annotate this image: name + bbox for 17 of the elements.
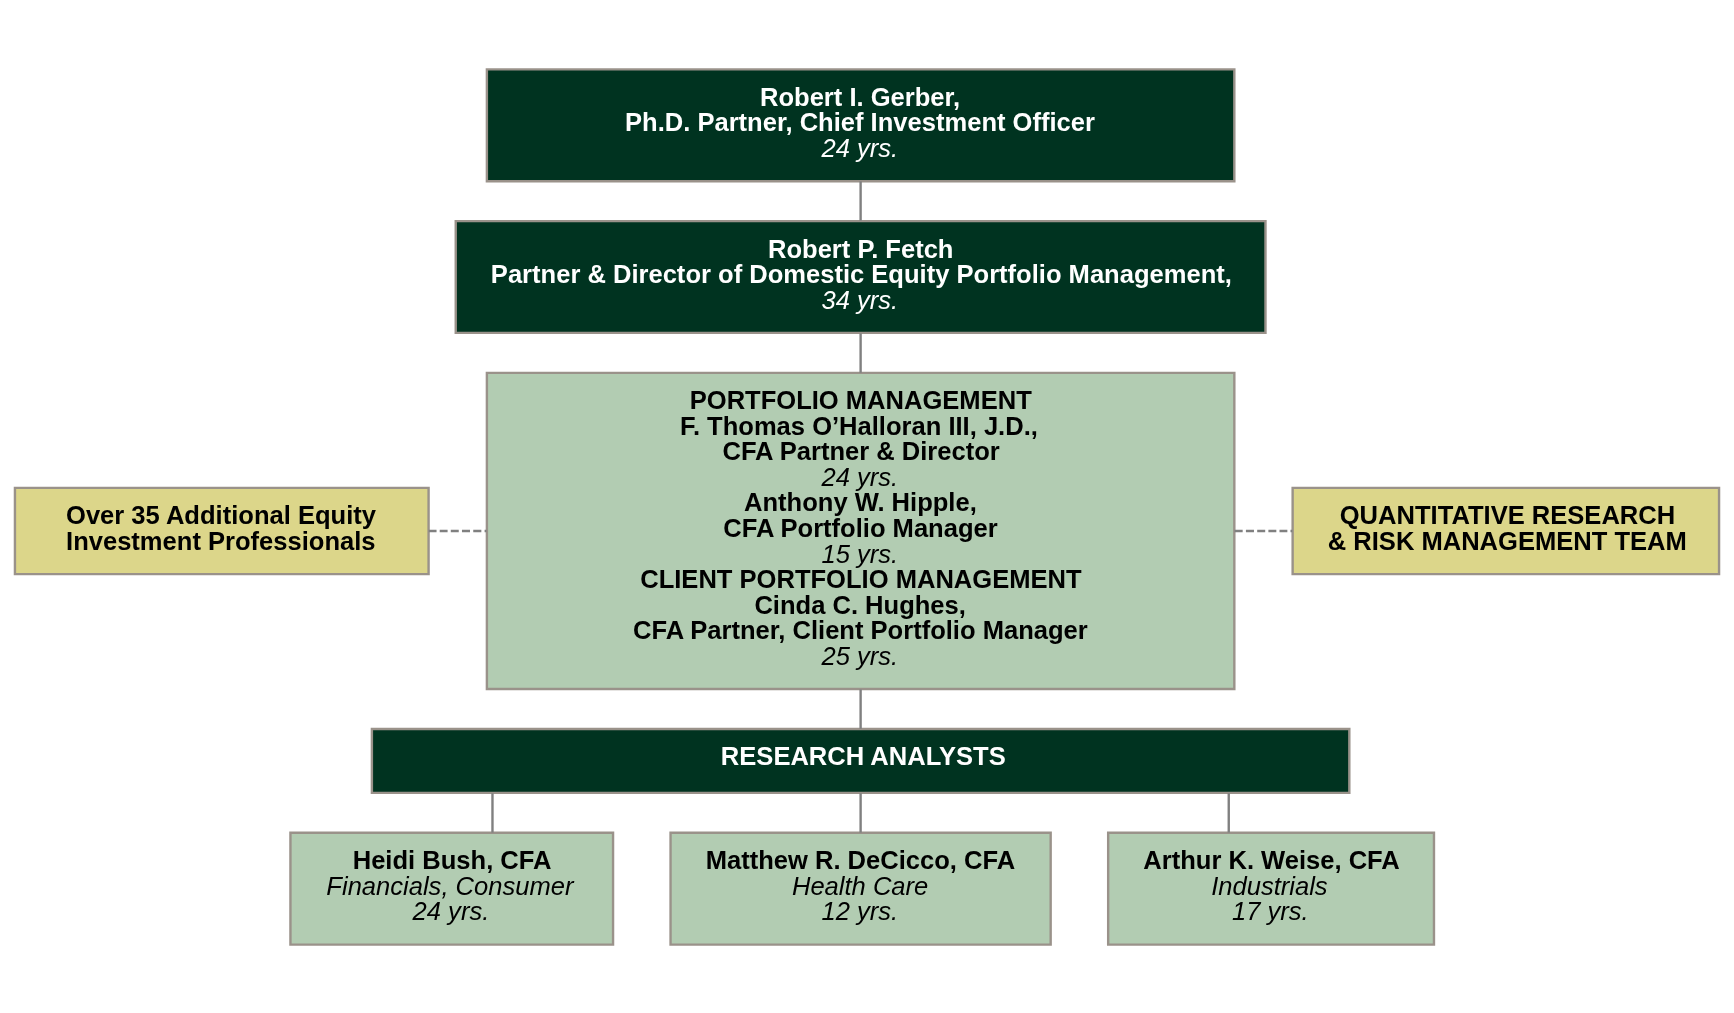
connector xyxy=(859,688,862,729)
node-box: Over 35 Additional Equity Investment Professionals xyxy=(13,486,430,575)
connector xyxy=(859,792,862,833)
node-box: Robert I. Gerber, Ph.D. Partner, Chief Investment Officer 24 yrs. xyxy=(485,67,1236,182)
node-box: QUANTITATIVE RESEARCH & RISK MANAGEMENT TEAM xyxy=(1291,486,1721,575)
connector xyxy=(1234,529,1293,532)
node-box: Arthur K. Weise, CFA Industrials 17 yrs. xyxy=(1106,831,1436,946)
connector xyxy=(491,792,494,833)
node-box: Robert P. Fetch Partner & Director of Domestic Equity Portfolio Management, 34 yrs. xyxy=(454,219,1267,334)
connector xyxy=(859,180,862,221)
node-box: Matthew R. DeCicco, CFA Health Care 12 yrs. xyxy=(669,831,1052,946)
connector xyxy=(428,529,487,532)
connector xyxy=(859,332,862,373)
node-box: Heidi Bush, CFA Financials, Consumer 24 yrs. xyxy=(289,831,615,946)
node-box: PORTFOLIO MANAGEMENT F. Thomas O’Halloran III, J.D., CFA Partner & Director 24 yrs. Anthony W. Hipple, CFA Portfolio Manager 15 yrs. CLIENT PORTFOLIO MANAGEMENT Cinda C. Hughes, CFA Partner, Client Portfolio Manager 25 yrs. xyxy=(485,371,1236,690)
connector xyxy=(1227,792,1230,833)
node-box: RESEARCH ANALYSTS xyxy=(370,727,1351,794)
